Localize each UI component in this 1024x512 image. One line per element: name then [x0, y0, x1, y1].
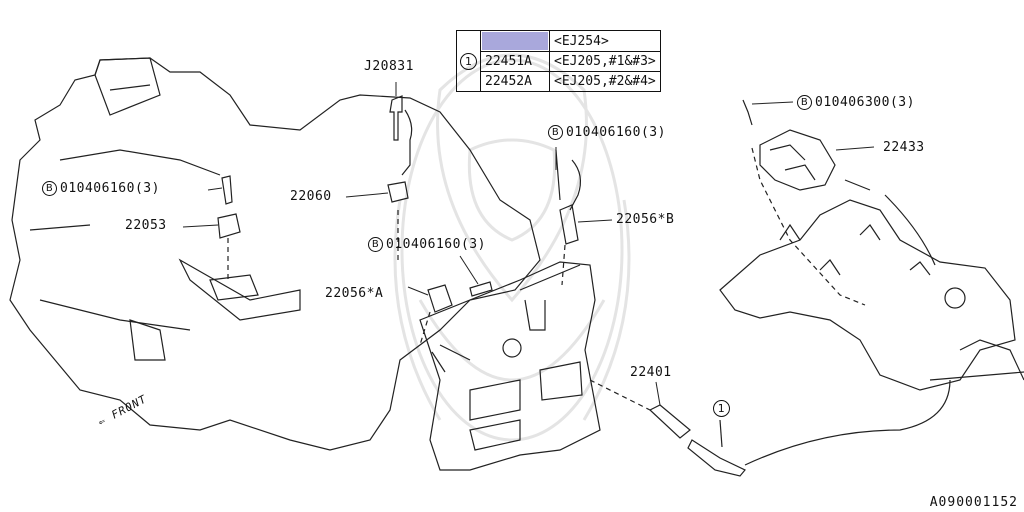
- b-marker-icon: B: [42, 181, 57, 196]
- ref-row-1-spec: <EJ254>: [549, 30, 661, 52]
- ref-row-3-part: 22452A: [480, 71, 550, 92]
- label-j20831[interactable]: J20831: [364, 59, 414, 74]
- ignition-coil: [759, 129, 836, 191]
- intake-manifold: [719, 199, 1016, 391]
- label-22433[interactable]: 22433: [883, 140, 925, 155]
- bolt-22053: [221, 175, 233, 205]
- highlight-swatch: [482, 32, 548, 50]
- ref-row-2-part: 22451A: [480, 51, 550, 72]
- bolt-j20831: [389, 95, 403, 141]
- label-22401[interactable]: 22401: [630, 365, 672, 380]
- b-marker-icon: B: [548, 125, 563, 140]
- label-marker-1-plug[interactable]: 1: [713, 400, 730, 417]
- spark-plug: [648, 404, 691, 439]
- ref-row-1-part: [480, 30, 550, 52]
- bolt-22056a: [469, 281, 493, 297]
- bolt-code: 010406160(3): [386, 237, 486, 252]
- label-22056a[interactable]: 22056*A: [325, 286, 384, 301]
- ref-table-marker: 1: [456, 30, 481, 92]
- ref-marker-circle: 1: [460, 52, 477, 70]
- b-marker-icon: B: [797, 95, 812, 110]
- spark-plug-cap: [687, 439, 746, 477]
- bracket-22053: [217, 213, 241, 239]
- figure-id: A090001152: [929, 495, 1018, 510]
- engine-block-left: [9, 57, 541, 451]
- label-22056b[interactable]: 22056*B: [616, 212, 675, 227]
- cylinder-head-top: [94, 57, 161, 116]
- ref-row-2-spec: <EJ205,#1&#3>: [549, 51, 661, 72]
- bolt-code: 010406160(3): [566, 125, 666, 140]
- reference-table: 1 <EJ254> 22451A <EJ205,#1&#3> 22452A <E…: [456, 30, 661, 92]
- label-22053[interactable]: 22053: [125, 218, 167, 233]
- label-22060[interactable]: 22060: [290, 189, 332, 204]
- engine-block-center: [419, 261, 601, 471]
- sensor-22056b: [559, 204, 579, 245]
- bolt-code: 010406300(3): [815, 95, 915, 110]
- sensor-22056a: [427, 284, 453, 313]
- leader-lines: [182, 82, 875, 406]
- b-marker-icon: B: [368, 237, 383, 252]
- bolt-code: 010406160(3): [60, 181, 160, 196]
- ref-row-3-spec: <EJ205,#2&#4>: [549, 71, 661, 92]
- numbered-marker-icon: 1: [713, 400, 730, 417]
- sensor-22060: [387, 181, 409, 203]
- plug-wire: [744, 379, 951, 466]
